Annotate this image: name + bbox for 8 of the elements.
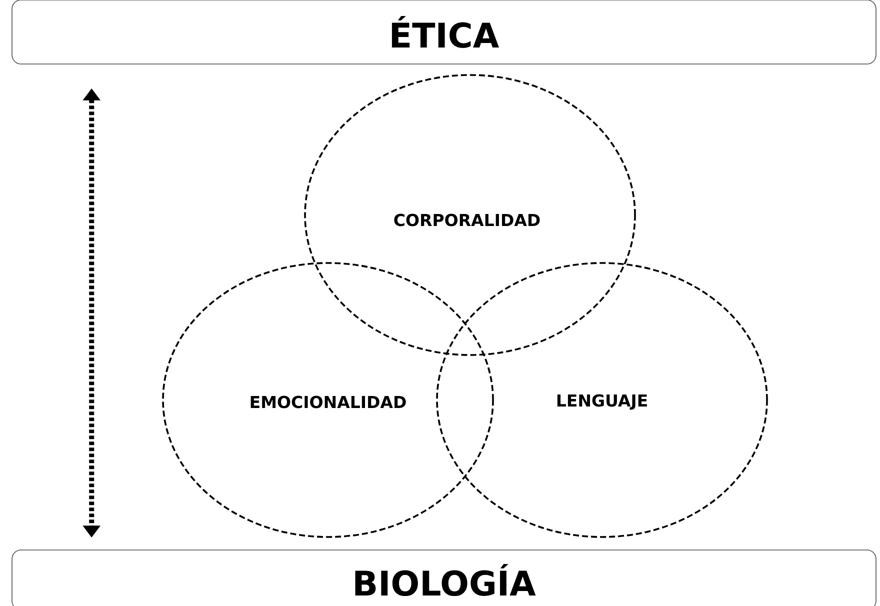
dashed-ellipse xyxy=(162,262,494,538)
title-band: ÉTICA xyxy=(12,0,876,64)
ellipse-label: LENGUAJE xyxy=(557,394,647,410)
title-band: BIOLOGÍA xyxy=(12,550,876,606)
dashed-ellipse xyxy=(436,262,768,538)
ellipse-label: EMOCIONALIDAD xyxy=(250,396,406,408)
ellipse-label: CORPORALIDAD xyxy=(394,214,540,226)
dashed-ellipse xyxy=(304,74,636,356)
